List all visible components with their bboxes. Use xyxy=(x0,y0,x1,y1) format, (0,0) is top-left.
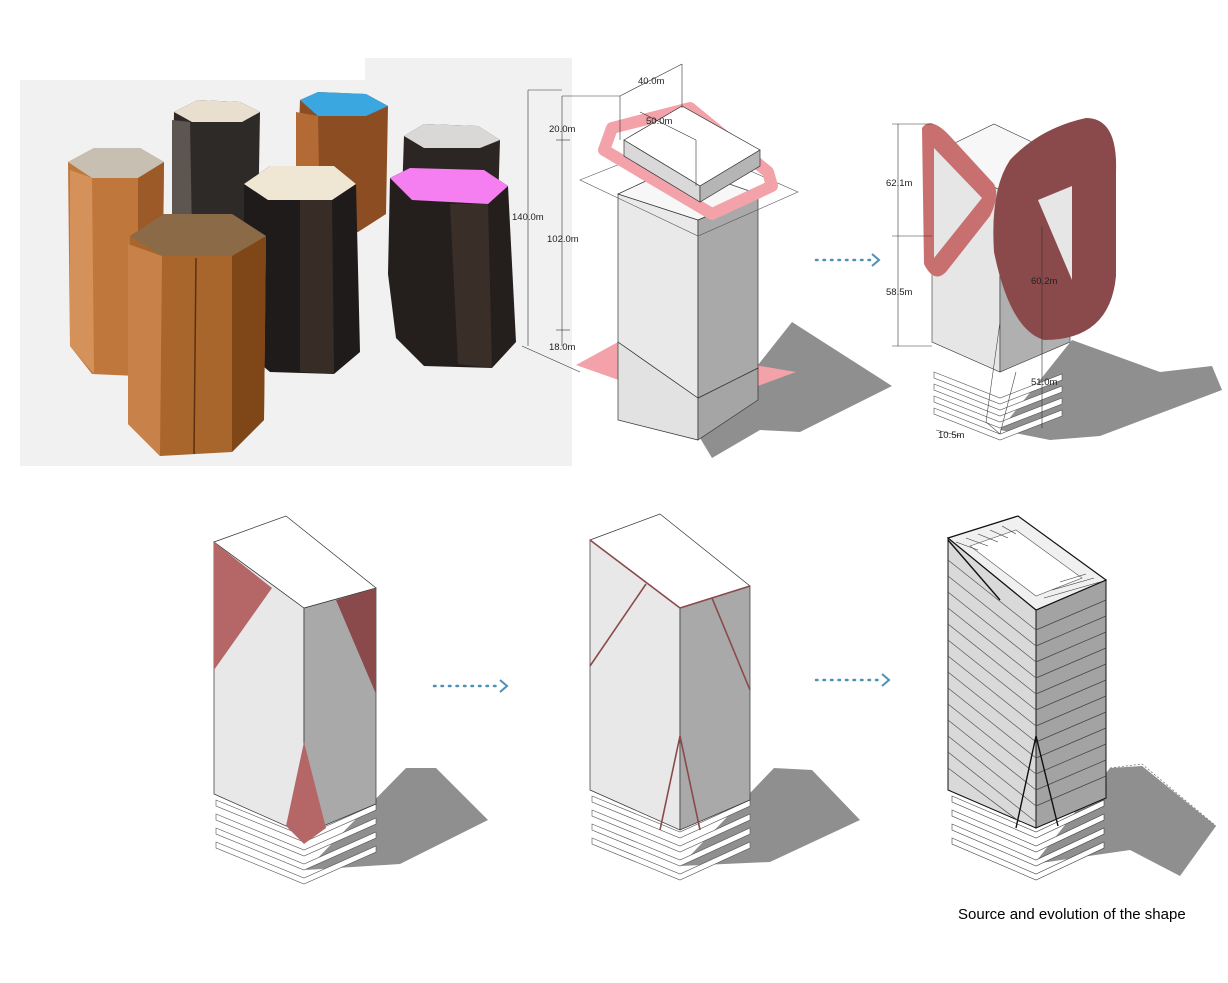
dim-upper-cut: 62.1m xyxy=(886,178,912,189)
upper-ring xyxy=(598,102,778,220)
dim-upper-height: 20.0m xyxy=(549,124,575,135)
dim-lower-cut: 58.5m xyxy=(886,287,912,298)
building-shadow xyxy=(700,322,892,458)
dotted-arrow-icon xyxy=(814,253,881,267)
faceted-tower-stage-1 xyxy=(213,515,488,885)
facet-triangle-upper-right xyxy=(336,588,376,694)
massing-diagram: 40.0m 50.0m 20.0m 140.0m 102.0m 18.0m xyxy=(512,63,892,458)
stool-dark-middle xyxy=(244,166,360,374)
stools-photo xyxy=(20,58,572,466)
dim-base-height: 18.0m xyxy=(549,342,575,353)
dim-top-depth: 50.0m xyxy=(646,116,672,127)
stool-wood-front xyxy=(128,214,266,456)
final-tower xyxy=(946,515,1217,881)
dim-total-height: 140.0m xyxy=(512,212,544,223)
dotted-arrow-icon xyxy=(814,673,891,687)
sculpting-diagram: 62.1m 58.5m 60.2m 51.0m 10.5m xyxy=(886,118,1222,441)
facet-triangle-lower xyxy=(286,742,326,844)
tower-side-face xyxy=(697,193,759,399)
stool-dark-pink-top xyxy=(388,168,516,368)
stool-dark-back-left xyxy=(172,100,260,242)
dim-side-cut: 60.2m xyxy=(1031,276,1057,287)
faceted-tower-stage-2 xyxy=(589,513,860,881)
dim-top-width: 40.0m xyxy=(638,76,664,87)
dim-base-cut: 51.0m xyxy=(1031,377,1057,388)
facade-louvres-front xyxy=(947,559,1037,823)
facet-triangle-upper-left xyxy=(214,542,272,670)
dotted-arrow-icon xyxy=(432,679,509,693)
facade-louvres-side xyxy=(1035,599,1107,807)
dim-mid-height: 102.0m xyxy=(547,234,579,245)
figure-caption: Source and evolution of the shape xyxy=(958,906,1186,923)
dim-corner-offset: 10.5m xyxy=(938,430,964,441)
